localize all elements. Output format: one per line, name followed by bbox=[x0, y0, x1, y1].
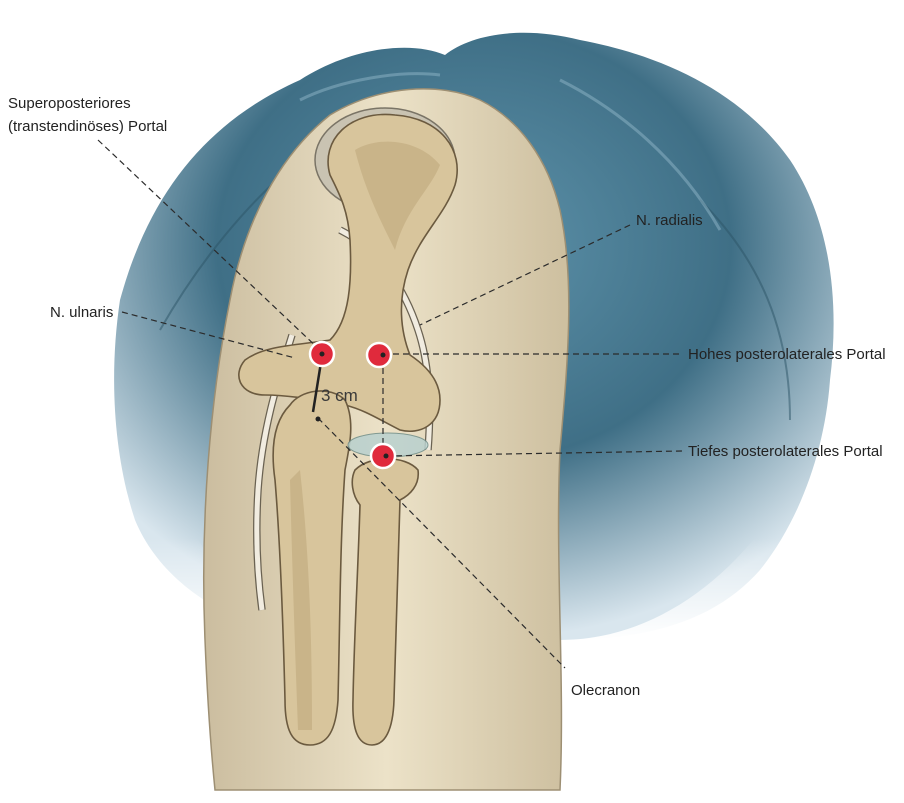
portal-superoposterior bbox=[310, 342, 334, 366]
label-superoposterior-line1: Superoposteriores bbox=[8, 95, 131, 112]
label-superoposterior-line2: (transtendinöses) Portal bbox=[8, 118, 167, 135]
label-radial-nerve: N. radialis bbox=[636, 212, 703, 229]
olecranon-marker bbox=[316, 417, 321, 422]
label-ulnar-nerve: N. ulnaris bbox=[50, 304, 113, 321]
label-olecranon: Olecranon bbox=[571, 682, 640, 699]
measurement-label: 3 cm bbox=[321, 386, 358, 405]
label-high-posterolateral-portal: Hohes posterolaterales Portal bbox=[688, 346, 886, 363]
portal-low-posterolateral bbox=[371, 444, 395, 468]
portal-high-posterolateral bbox=[367, 343, 391, 367]
label-low-posterolateral-portal: Tiefes posterolaterales Portal bbox=[688, 443, 883, 460]
